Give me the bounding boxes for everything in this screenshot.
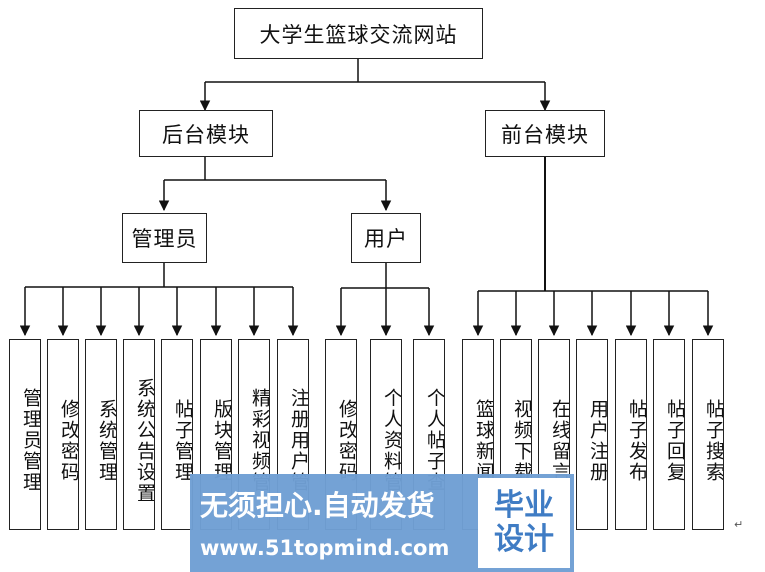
watermark-badge-bottom: 设计 — [494, 522, 554, 557]
watermark-url: www.51topmind.com — [200, 536, 450, 560]
admin-item-post-management: 帖子管理 — [161, 339, 193, 530]
admin-item-admin-management: 管理员管理 — [9, 339, 41, 530]
watermark-badge: 毕业 设计 — [478, 478, 570, 568]
admin-item-change-password: 修改密码 — [47, 339, 79, 530]
watermark-slogan: 无须担心.自动发货 — [200, 489, 435, 522]
paragraph-mark: ↵ — [734, 518, 744, 531]
frontend-item-post-search: 帖子搜索 — [692, 339, 724, 530]
admin-node: 管理员 — [122, 213, 207, 263]
watermark-badge-top: 毕业 — [494, 487, 554, 523]
frontend-item-post-reply: 帖子回复 — [653, 339, 685, 530]
frontend-item-user-register: 用户注册 — [576, 339, 608, 530]
root-node: 大学生篮球交流网站 — [234, 8, 483, 59]
frontend-module-node: 前台模块 — [485, 110, 605, 157]
backend-module-node: 后台模块 — [139, 110, 273, 157]
admin-item-system-management: 系统管理 — [85, 339, 117, 530]
admin-item-announcement-settings: 系统公告设置 — [123, 339, 155, 530]
user-node: 用户 — [351, 213, 421, 263]
frontend-item-post-publish: 帖子发布 — [615, 339, 647, 530]
